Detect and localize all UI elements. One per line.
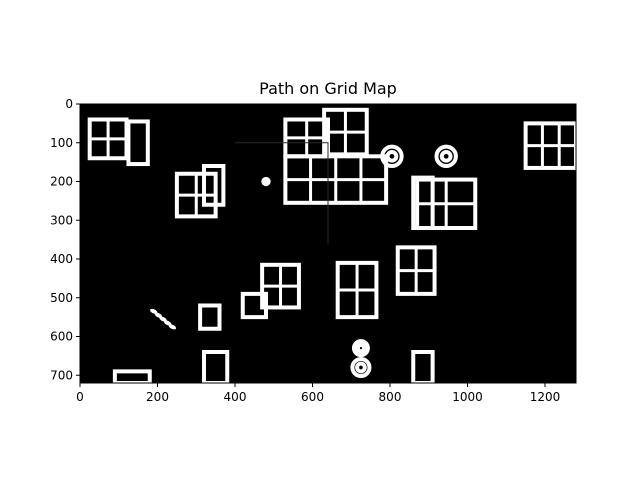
obstacle-box xyxy=(198,303,222,331)
obstacle-ring xyxy=(350,356,372,379)
x-tick-label: 1200 xyxy=(530,390,561,404)
obstacle-pill xyxy=(159,316,167,322)
x-tick-label: 0 xyxy=(76,390,84,404)
obstacle-frame xyxy=(202,164,226,207)
x-tick-label: 600 xyxy=(301,390,324,404)
y-tick-label: 100 xyxy=(50,136,73,150)
obstacle-grid xyxy=(335,260,379,320)
obstacle-box xyxy=(411,175,435,230)
obstacle-pill xyxy=(168,324,177,330)
obstacle-ring-inner xyxy=(439,149,453,163)
y-tick-label: 600 xyxy=(50,330,73,344)
obstacle-grid xyxy=(395,245,437,296)
obstacle-box xyxy=(126,119,150,167)
x-axis: 0 200 400 600 800 1000 1200 xyxy=(76,383,560,404)
obstacle-box xyxy=(240,291,268,320)
obstacle-blob xyxy=(261,176,271,187)
obstacle-pill xyxy=(154,312,163,318)
y-tick-label: 500 xyxy=(50,291,73,305)
obstacle-grid xyxy=(523,121,578,170)
obstacle-frame xyxy=(240,291,268,320)
y-tick-label: 300 xyxy=(50,213,73,227)
obstacle-ring xyxy=(351,339,370,358)
obstacle-grid xyxy=(174,171,218,219)
y-tick-label: 0 xyxy=(65,97,73,111)
y-axis: 0 100 200 300 400 500 600 700 xyxy=(50,97,80,382)
y-tick-label: 400 xyxy=(50,252,73,266)
obstacle-grid xyxy=(283,154,389,205)
obstacle-ring-inner xyxy=(355,342,367,354)
obstacle-frame xyxy=(126,119,150,167)
obstacle-grid xyxy=(415,177,478,230)
obstacle-pill xyxy=(163,320,172,326)
obstacle-box xyxy=(202,164,226,207)
obstacle-ring xyxy=(350,356,372,379)
obstacle-pills xyxy=(150,308,177,330)
x-tick-label: 800 xyxy=(379,390,402,404)
obstacle-ring-inner xyxy=(385,149,399,163)
obstacle-grid xyxy=(260,262,301,310)
obstacle-blob xyxy=(261,176,271,187)
plot-frame xyxy=(79,103,577,384)
path-line xyxy=(235,142,329,244)
obstacle-ring xyxy=(434,144,458,168)
obstacle-pill xyxy=(150,308,158,314)
chart-title: Path on Grid Map xyxy=(259,79,397,98)
obstacle-ring xyxy=(380,144,404,168)
y-tick-label: 700 xyxy=(50,368,73,382)
obstacles-layer xyxy=(87,107,578,385)
obstacle-ring xyxy=(380,144,404,168)
obstacle-ring xyxy=(434,144,458,168)
x-tick-label: 400 xyxy=(224,390,247,404)
obstacle-frame xyxy=(198,303,222,331)
x-tick-label: 200 xyxy=(146,390,169,404)
obstacle-ring-inner xyxy=(355,361,367,374)
path-layer xyxy=(235,142,329,244)
y-tick-label: 200 xyxy=(50,175,73,189)
obstacle-frame xyxy=(411,175,435,230)
obstacle-ring xyxy=(351,339,370,358)
x-tick-label: 1000 xyxy=(452,390,483,404)
